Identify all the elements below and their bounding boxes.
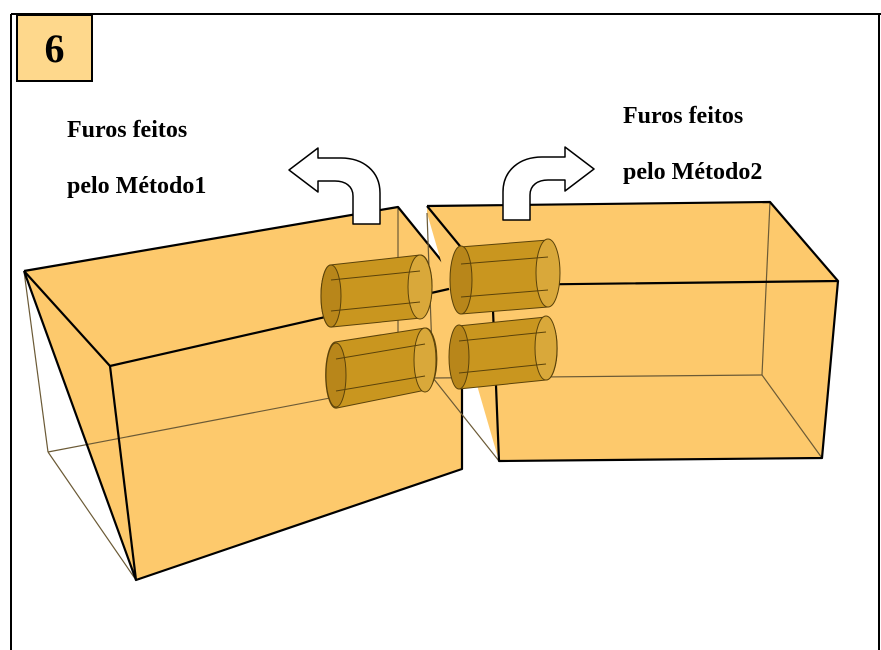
holes-method1 [320, 254, 438, 409]
hole-method2-bottom [448, 315, 558, 390]
curved-arrow-up-left-icon [288, 147, 381, 225]
method2-label-line1: Furos feitos [623, 103, 744, 129]
hole-method1-bottom [325, 327, 438, 409]
method1-label-line1: Furos feitos [67, 117, 188, 143]
hole-method1-top [320, 254, 433, 328]
step-number-badge: 6 [16, 14, 93, 82]
method1-label-line2: pelo Método1 [67, 173, 207, 199]
method2-label-line2: pelo Método2 [623, 159, 763, 185]
figure-frame [10, 13, 881, 650]
curved-arrow-up-right-icon [502, 146, 595, 221]
hole-method2-top [449, 238, 561, 315]
holes-method2 [448, 238, 561, 390]
